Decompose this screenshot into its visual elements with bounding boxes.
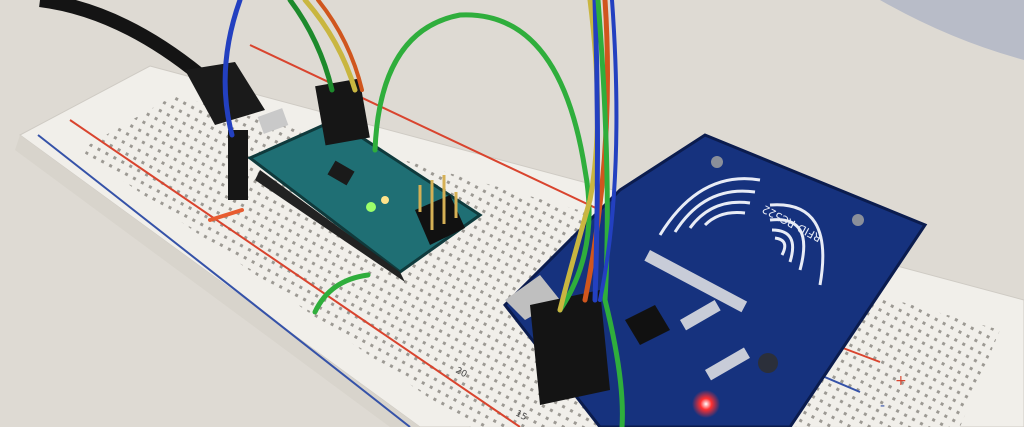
arduino-nano: [247, 118, 483, 282]
row-number: 20: [454, 366, 469, 380]
rail-plus-label: +: [895, 373, 907, 389]
jumper-wires: [208, 0, 625, 427]
rail-minus-label: -: [880, 398, 885, 414]
jumper-header: [315, 78, 370, 146]
usb-connector: [257, 108, 289, 134]
crystal: [505, 275, 560, 320]
row-number: 15: [514, 409, 529, 423]
jumper-pin: [228, 130, 248, 200]
rail-red-line: [69, 119, 521, 427]
power-led: [366, 202, 376, 212]
status-led: [692, 390, 720, 418]
icsp-header: [415, 195, 465, 245]
jumper-header: [530, 290, 610, 405]
rc522-chip: [625, 305, 670, 345]
usb-cable: [39, 0, 205, 81]
rail-blue-line: [37, 134, 411, 427]
chip: [327, 160, 355, 186]
background-object: [880, 0, 1024, 60]
antenna-icon: [658, 177, 825, 286]
rfid-module: RFID-RC522: [503, 133, 928, 427]
